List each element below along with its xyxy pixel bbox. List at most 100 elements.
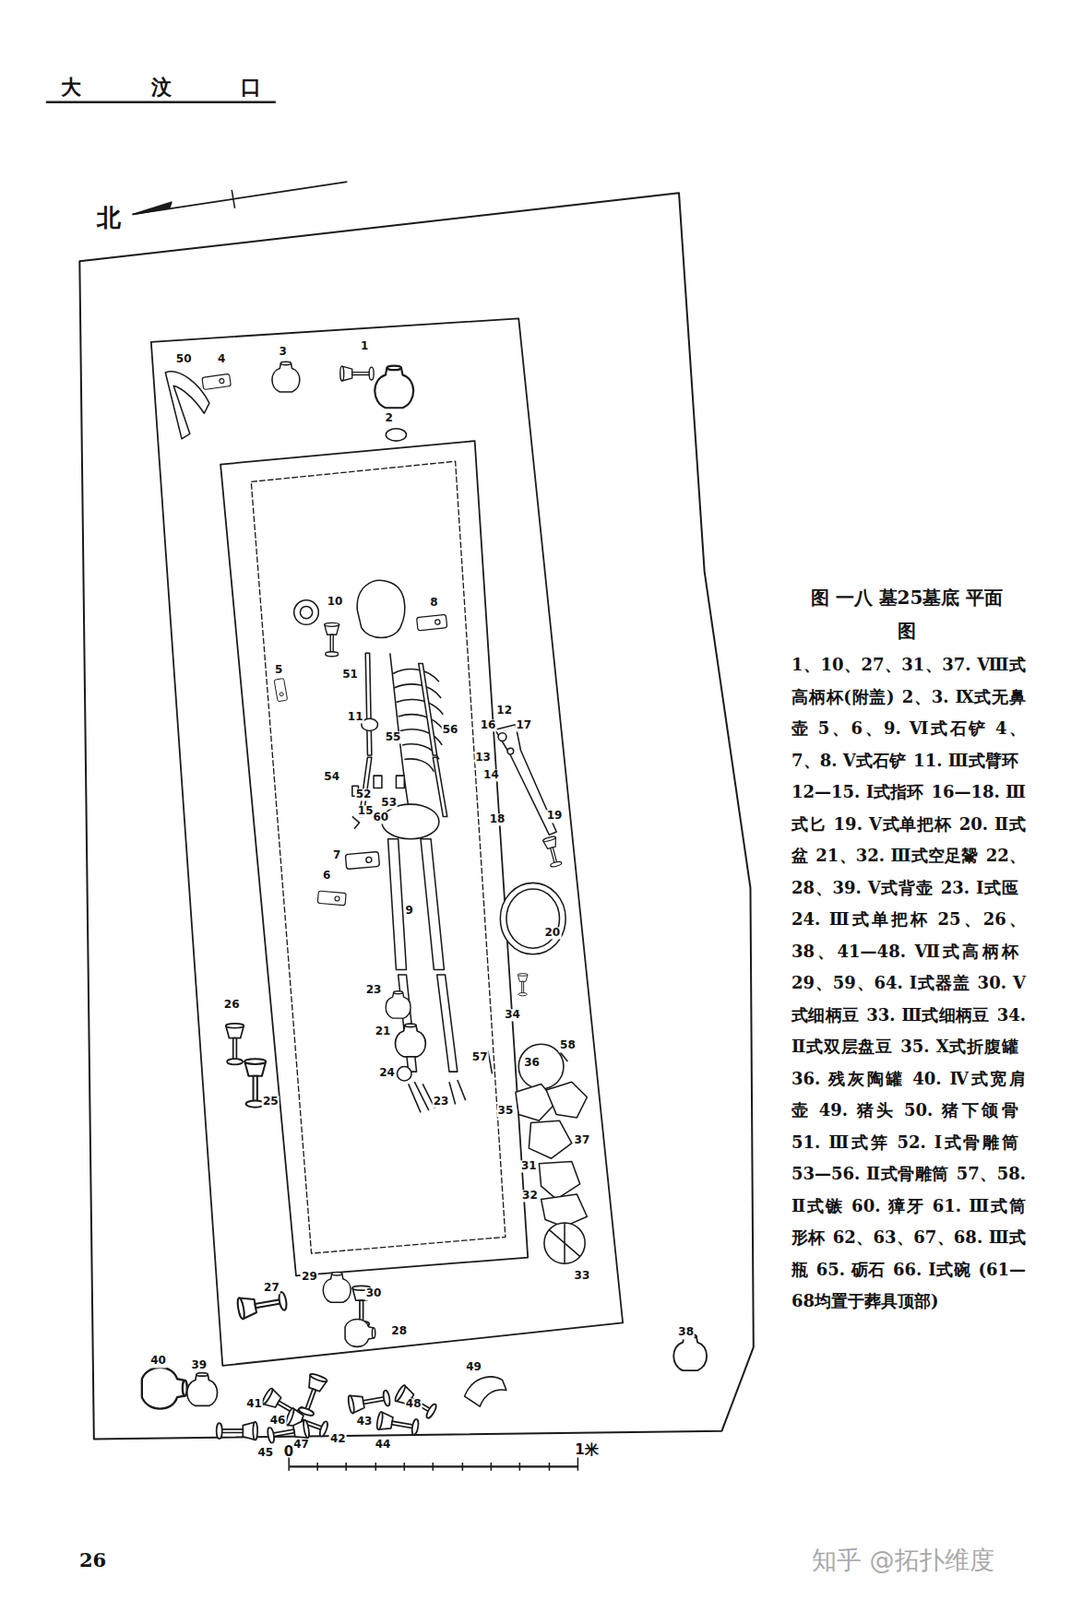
- callout-number: 8: [428, 597, 439, 610]
- artifact-entry: 24. Ⅲ式单把杯: [791, 909, 930, 929]
- callout-number: 27: [262, 1282, 281, 1295]
- artifact-entry: 65. 砺石: [816, 1260, 886, 1280]
- callout-number: 10: [326, 595, 345, 608]
- artifact-entry: 19. Ⅴ式单把杯: [833, 814, 952, 834]
- callout-number: 6: [321, 869, 332, 882]
- vessel: [394, 1023, 426, 1058]
- running-header: 大 汶 口: [60, 73, 285, 102]
- callout-number: 14: [482, 770, 500, 783]
- callout-number: 43: [356, 1416, 374, 1428]
- jar-shards: [541, 1194, 588, 1227]
- foot-bones: [408, 1080, 466, 1113]
- jar-shards: [546, 1082, 587, 1119]
- stone-shovel: [273, 678, 288, 702]
- scale-ticks: [288, 1457, 578, 1471]
- north-arrowhead: [132, 202, 172, 215]
- callout-number: 35: [497, 1106, 515, 1119]
- stone-shovel: [345, 852, 380, 870]
- goblet: [297, 1373, 329, 1418]
- callout-number: 53: [380, 797, 398, 810]
- artifact-entry: 12—15. Ⅰ式指环: [791, 782, 924, 802]
- callout-number: 16: [479, 719, 498, 732]
- callout-number: 4: [216, 353, 227, 366]
- callout-number: 23: [432, 1096, 451, 1109]
- figure-caption: 图 一八 墓25墓底 平面图: [809, 581, 1004, 648]
- artifact-entry: 21、32. Ⅲ式空足鬶: [815, 845, 978, 866]
- callout-number: 60: [371, 811, 390, 824]
- artifact-entry: 33. Ⅲ式细柄豆: [866, 1005, 989, 1025]
- artifact-entry: 29、59、64. Ⅰ式器盖: [791, 973, 971, 993]
- goblet: [376, 1412, 420, 1438]
- finger-ring: [507, 748, 514, 755]
- wide-shoulder-pot: [142, 1368, 188, 1410]
- cup-lid: [299, 606, 312, 619]
- callout-number: 29: [300, 1271, 319, 1284]
- jar-shards: [538, 1162, 580, 1201]
- goblet: [324, 622, 340, 656]
- single-handle-cup: [542, 835, 563, 869]
- callout-number: 57: [471, 1051, 489, 1064]
- callout-number: 56: [441, 725, 460, 738]
- back-pot: [345, 1320, 376, 1348]
- arrowhead-artifact: [559, 1051, 569, 1062]
- callout-number: 19: [546, 810, 564, 823]
- tusk: [352, 816, 360, 829]
- callout-number: 9: [404, 905, 415, 918]
- callout-number: 24: [378, 1068, 396, 1081]
- callout-number: 48: [404, 1398, 423, 1411]
- callout-number: 41: [245, 1398, 263, 1411]
- tibia: [437, 975, 458, 1072]
- callout-number: 38: [677, 1327, 695, 1340]
- ledge-outline: [151, 318, 623, 1367]
- stone-shovel: [416, 614, 448, 631]
- cup: [397, 1067, 412, 1082]
- artifact-entry: 51. Ⅲ式笄: [791, 1132, 890, 1153]
- callout-number: 7: [332, 849, 342, 862]
- coffin-inner-outline: [250, 461, 506, 1254]
- artifact-entry: 52. Ⅰ式骨雕筒: [896, 1132, 1019, 1153]
- callout-number: 36: [523, 1058, 541, 1071]
- callout-number: 46: [269, 1415, 287, 1428]
- basin-inner: [506, 889, 560, 949]
- pelvis: [381, 804, 440, 840]
- callout-number: 21: [374, 1025, 393, 1038]
- goblet: [216, 1422, 258, 1440]
- goblet: [226, 1023, 244, 1065]
- callout-number: 58: [559, 1040, 577, 1053]
- callout-number: 28: [390, 1326, 408, 1339]
- callout-number: 18: [488, 813, 507, 826]
- callout-number: 11: [346, 712, 365, 725]
- callout-number: 3: [277, 345, 287, 358]
- callout-number: 55: [384, 732, 403, 745]
- pot: [385, 428, 406, 441]
- stone-shovel: [202, 373, 231, 390]
- callout-number: 42: [329, 1433, 347, 1446]
- callout-number: 23: [365, 984, 383, 997]
- callout-number: 34: [503, 1010, 522, 1023]
- callout-number: 26: [223, 999, 241, 1012]
- finger-ring: [498, 733, 507, 742]
- grey-jar: [518, 1044, 564, 1090]
- coffin-outer-outline: [220, 440, 528, 1276]
- bone-tube: [373, 775, 382, 788]
- callout-number: 33: [573, 1270, 592, 1283]
- lid: [322, 1273, 351, 1304]
- artifact-entry: 11. Ⅲ式臂环: [913, 750, 1019, 771]
- pit-outline: [79, 192, 753, 1440]
- skull: [357, 580, 405, 638]
- cup-lid: [294, 600, 320, 626]
- callout-number: 1: [359, 341, 369, 354]
- callout-number: 54: [322, 772, 341, 785]
- callout-number: 51: [341, 668, 359, 681]
- pot: [272, 361, 300, 393]
- callout-number: 47: [292, 1439, 310, 1452]
- double-dou: [517, 974, 528, 997]
- callout-number: 31: [520, 1160, 538, 1173]
- callout-number: 49: [464, 1362, 483, 1375]
- callout-number: 12: [495, 705, 513, 718]
- callout-number: 25: [261, 1096, 280, 1109]
- scale-bar: [288, 1457, 578, 1471]
- artifact-entry: 60. 獐牙: [851, 1196, 925, 1216]
- bone-tube: [395, 775, 405, 788]
- callout-number: 40: [149, 1356, 167, 1369]
